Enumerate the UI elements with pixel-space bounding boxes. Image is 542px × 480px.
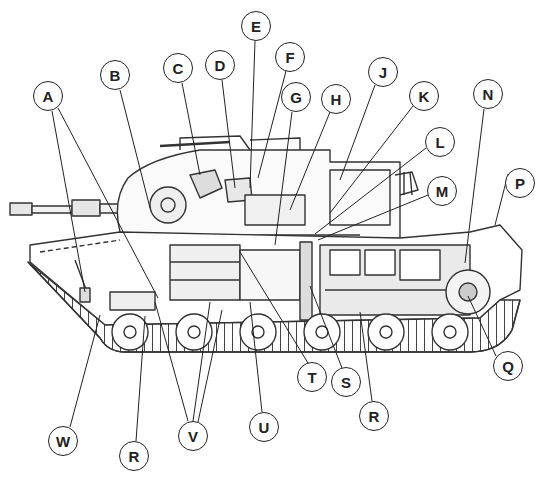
callout-letter: D: [215, 58, 226, 73]
callout-circle: Q: [493, 351, 523, 381]
callout-circle: U: [249, 412, 279, 442]
callout-letter: J: [379, 65, 387, 80]
callout-circle: K: [409, 81, 439, 111]
callout-circle: B: [100, 60, 130, 90]
callout-letter: C: [173, 61, 184, 76]
callout-letter: M: [436, 184, 449, 199]
callout-letter: R: [369, 409, 380, 424]
callout-circle: A: [33, 81, 63, 111]
callout-letter: B: [110, 68, 121, 83]
callout-circle: D: [205, 50, 235, 80]
callout-circle: S: [331, 367, 361, 397]
leader-lines: [52, 41, 508, 441]
callout-circle: R: [119, 441, 149, 471]
callout-letter: N: [483, 87, 494, 102]
callout-circle: E: [241, 11, 271, 41]
callout-letter: F: [285, 50, 294, 65]
callout-circle: W: [48, 426, 78, 456]
callout-circle: G: [281, 82, 311, 112]
callout-letter: A: [43, 89, 54, 104]
callout-letter: Q: [502, 359, 514, 374]
callout-letter: H: [331, 92, 342, 107]
callout-letter: R: [129, 449, 140, 464]
callout-circle: R: [359, 401, 389, 431]
callout-circle: P: [505, 168, 535, 198]
road-wheels: [112, 314, 468, 350]
callout-circle: M: [427, 176, 457, 206]
callout-circle: J: [368, 57, 398, 87]
callout-circle: L: [425, 127, 455, 157]
callout-circle: H: [321, 84, 351, 114]
callout-circle: V: [178, 421, 208, 451]
turret: [117, 136, 418, 240]
callout-letter: E: [251, 19, 261, 34]
callout-letter: P: [515, 176, 525, 191]
callout-circle: C: [163, 53, 193, 83]
callout-circle: N: [473, 79, 503, 109]
callout-letter: K: [419, 89, 430, 104]
callout-letter: G: [290, 90, 302, 105]
callout-letter: S: [341, 375, 351, 390]
callout-letter: L: [435, 135, 444, 150]
callout-letter: T: [307, 370, 316, 385]
main-gun: [10, 200, 126, 216]
callout-letter: W: [56, 434, 70, 449]
callout-circle: T: [297, 362, 327, 392]
callout-letter: U: [259, 420, 270, 435]
callout-letter: V: [188, 429, 198, 444]
callout-circle: F: [275, 42, 305, 72]
